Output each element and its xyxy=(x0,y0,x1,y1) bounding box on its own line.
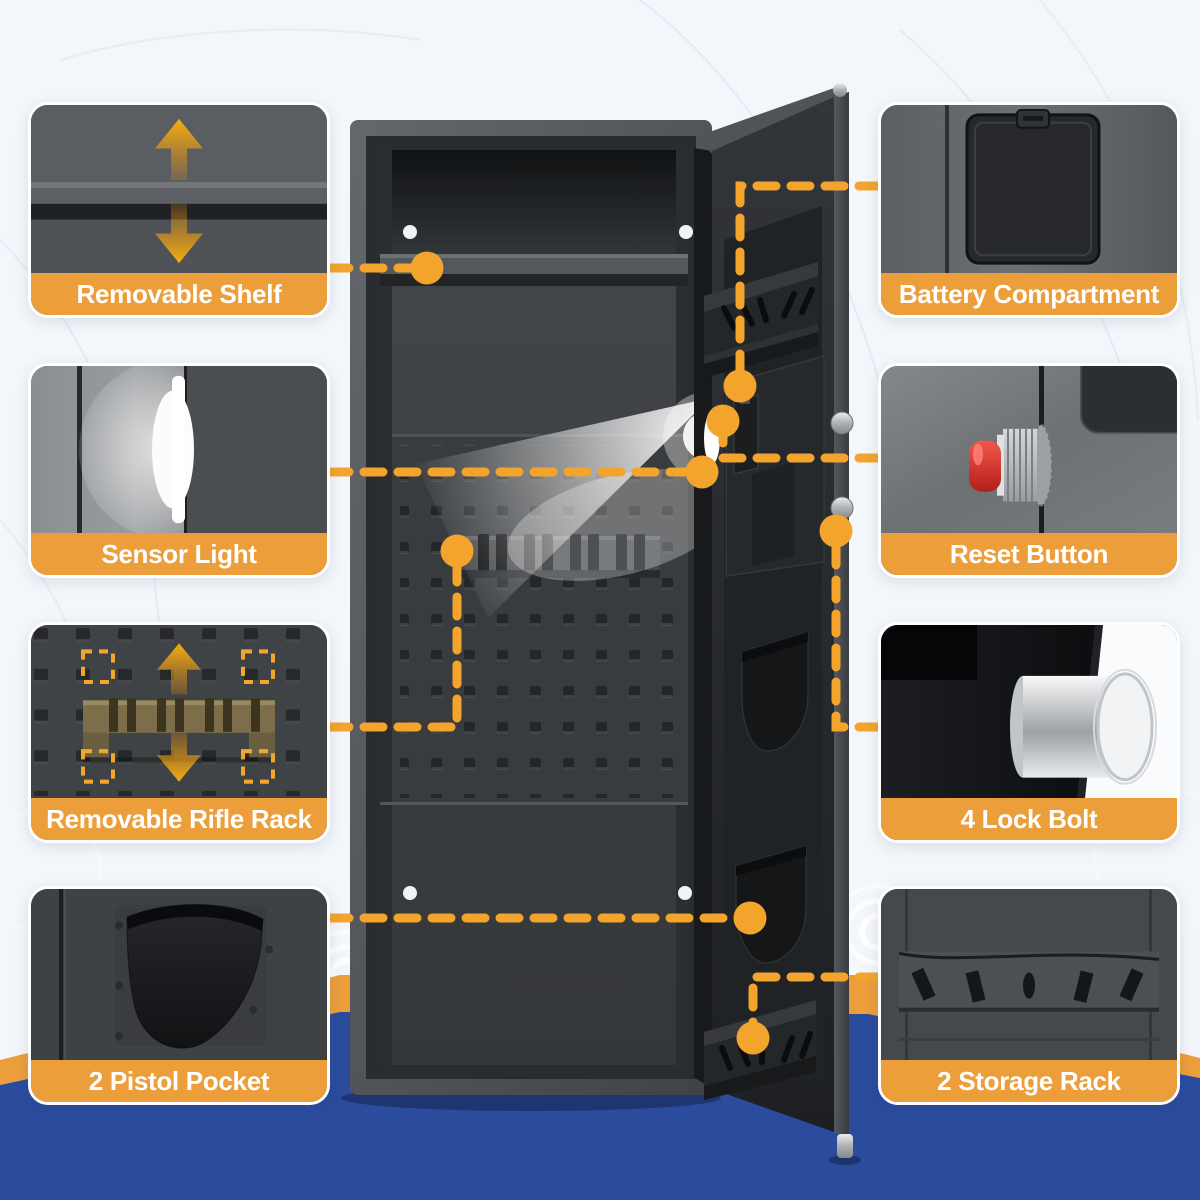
connector-storage-rack xyxy=(736,972,883,1055)
callout-card-sensor-light: Sensor Light xyxy=(28,363,330,578)
callout-banner-lock-bolt: 4 Lock Bolt xyxy=(881,798,1177,840)
door-edge-strip xyxy=(834,92,849,1140)
battery-cover xyxy=(965,108,1101,265)
pocket-rivets xyxy=(115,921,273,1040)
callout-card-storage-rack: 2 Storage Rack xyxy=(878,886,1180,1105)
callout-banner-sensor-light: Sensor Light xyxy=(31,533,327,575)
door-pistol-pocket-upper xyxy=(741,630,809,752)
door-foot xyxy=(829,1134,861,1165)
callout-label: 2 Pistol Pocket xyxy=(88,1066,270,1096)
door-upper-storage-rack xyxy=(704,262,818,378)
connector-sensor-light xyxy=(325,455,719,489)
rifle-rack-graphic xyxy=(31,625,327,798)
callout-label: 4 Lock Bolt xyxy=(960,804,1098,834)
safe-cabinet xyxy=(350,120,712,1095)
lock-bolt-part xyxy=(1010,668,1157,785)
sensor-light-graphic xyxy=(31,366,327,533)
callout-banner-removable-shelf: Removable Shelf xyxy=(31,273,327,315)
callout-banner-rifle-rack: Removable Rifle Rack xyxy=(31,798,327,840)
reset-button-graphic xyxy=(881,366,1177,533)
gun-safe-illustration xyxy=(341,83,861,1165)
door-hinge-pin xyxy=(833,83,847,97)
callout-banner-battery-compartment: Battery Compartment xyxy=(881,273,1177,315)
callout-banner-storage-rack: 2 Storage Rack xyxy=(881,1060,1177,1102)
battery-compartment-graphic xyxy=(881,105,1177,273)
safe-door-open xyxy=(694,83,861,1165)
callout-card-removable-shelf: Removable Shelf xyxy=(28,102,330,318)
pistol-pocket-pouch xyxy=(126,904,264,1049)
removable-shelf-graphic xyxy=(31,105,327,273)
up-arrow-icon xyxy=(157,643,201,695)
connector-rifle-rack xyxy=(325,534,474,732)
storage-rack-graphic xyxy=(881,889,1177,1060)
connector-pistol-pocket xyxy=(325,901,767,935)
callout-card-rifle-rack: Removable Rifle Rack xyxy=(28,622,330,843)
callout-label: Reset Button xyxy=(949,539,1109,569)
callout-banner-reset-button: Reset Button xyxy=(881,533,1177,575)
callout-label: Removable Shelf xyxy=(76,279,282,309)
callout-label: Sensor Light xyxy=(101,539,257,569)
storage-rack-tray xyxy=(898,951,1160,1012)
connector-lock-bolt xyxy=(819,514,883,732)
callout-banner-pistol-pocket: 2 Pistol Pocket xyxy=(31,1060,327,1102)
callout-label: 2 Storage Rack xyxy=(937,1066,1121,1096)
callout-card-reset-button: Reset Button xyxy=(878,363,1180,578)
callout-label: Removable Rifle Rack xyxy=(46,804,312,834)
reset-button-part xyxy=(969,423,1053,507)
callout-card-battery-compartment: Battery Compartment xyxy=(878,102,1180,318)
removable-shelf-part xyxy=(380,254,688,286)
callout-card-pistol-pocket: 2 Pistol Pocket xyxy=(28,886,330,1105)
connector-removable-shelf xyxy=(325,251,444,285)
connector-reset-button xyxy=(706,404,883,463)
up-arrow-icon xyxy=(155,118,203,181)
mounting-holes xyxy=(403,225,693,900)
down-arrow-icon xyxy=(157,732,201,782)
down-arrow-icon xyxy=(155,203,203,264)
connector-battery-compartment xyxy=(723,181,883,403)
lock-bolt-graphic xyxy=(881,625,1177,798)
callout-card-lock-bolt: 4 Lock Bolt xyxy=(878,622,1180,843)
callout-label: Battery Compartment xyxy=(898,279,1160,309)
sensor-light-side-view xyxy=(152,375,194,524)
pistol-pocket-graphic xyxy=(31,889,327,1060)
